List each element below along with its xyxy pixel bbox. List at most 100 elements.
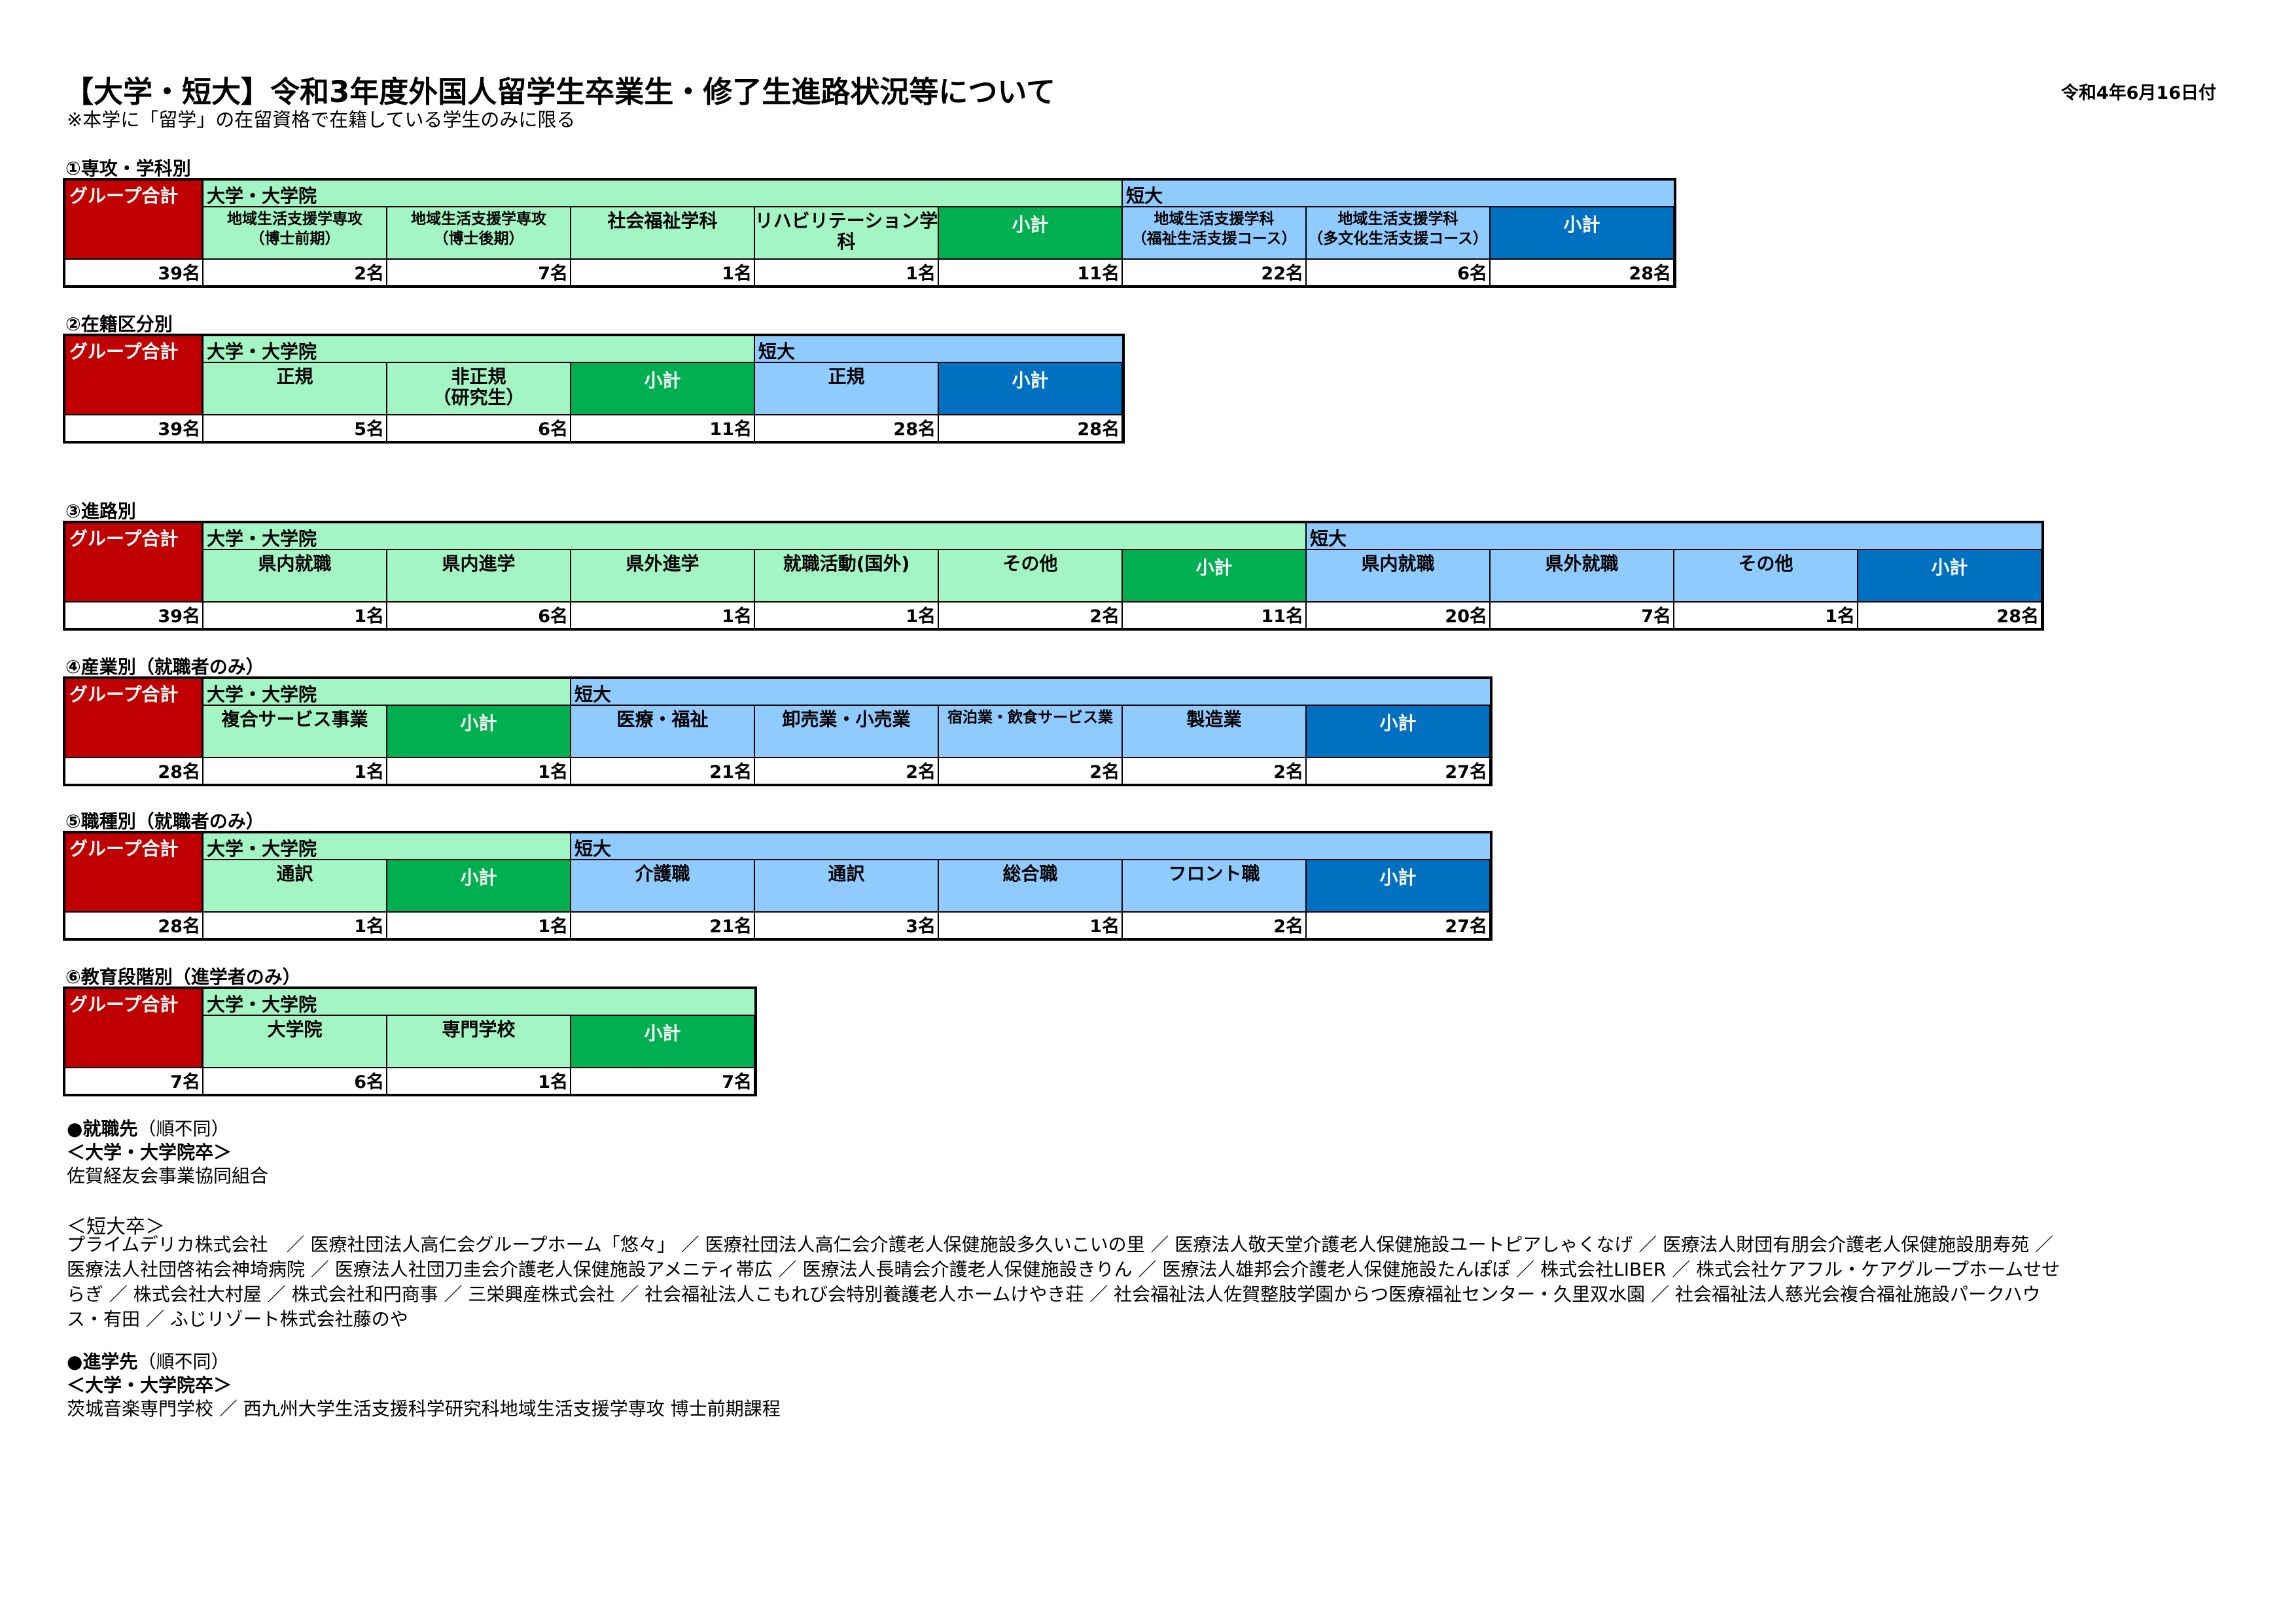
value-cell: 39名 <box>65 259 203 285</box>
univ-header: 大学・大学院 <box>203 181 1122 207</box>
univ-header: 大学・大学院 <box>203 523 1306 550</box>
univ-header: 大学・大学院 <box>203 989 754 1015</box>
junior-column-header: 製造業 <box>1122 705 1306 758</box>
table-gridline <box>386 550 387 628</box>
table-gridline <box>1673 550 1674 628</box>
table-gridline <box>570 207 571 285</box>
value-cell: 2名 <box>754 758 938 784</box>
value-cell: 5名 <box>203 415 387 441</box>
univ-column-header: 通訳 <box>203 860 387 912</box>
table-gridline <box>938 550 939 628</box>
value-cell: 28名 <box>65 912 203 938</box>
table-gridline <box>386 1015 387 1094</box>
univ-column-header: その他 <box>938 550 1122 602</box>
univ-column-header: 就職活動(国外) <box>754 550 938 602</box>
value-cell: 27名 <box>1306 912 1490 938</box>
section-label-career: ③進路別 <box>65 500 136 522</box>
value-cell: 2名 <box>1122 758 1306 784</box>
value-cell: 1名 <box>571 602 754 628</box>
table-gridline <box>1305 523 1307 628</box>
table-gridline <box>570 1015 571 1094</box>
table-gridline <box>65 601 2041 602</box>
value-cell: 6名 <box>387 602 571 628</box>
value-cell: 28名 <box>1858 602 2041 628</box>
table-gridline <box>202 336 203 441</box>
table-gridline <box>1489 550 1491 628</box>
junior-subtotal-header: 小計 <box>1306 860 1490 912</box>
value-cell: 1名 <box>203 602 387 628</box>
value-cell: 1名 <box>1674 602 1858 628</box>
univ-subtotal-header: 小計 <box>1122 550 1306 602</box>
employment-junior-heading: ＜短大卒＞ <box>67 1215 165 1238</box>
univ-subtotal-header: 小計 <box>571 1015 754 1068</box>
value-cell: 21名 <box>571 912 754 938</box>
table-gridline <box>203 1015 754 1016</box>
junior-column-header: 通訳 <box>754 860 938 912</box>
section-label-education: ⑥教育段階別（進学者のみ） <box>65 966 301 988</box>
value-cell: 6名 <box>203 1068 387 1094</box>
univ-column-header: 地域生活支援学専攻（博士前期） <box>203 207 387 259</box>
table-gridline <box>2041 550 2042 628</box>
value-cell: 39名 <box>65 415 203 441</box>
univ-subtotal-header: 小計 <box>571 362 754 415</box>
table-gridline <box>65 258 1674 260</box>
univ-column-header: 非正規（研究生） <box>387 362 571 415</box>
table-career: グループ合計大学・大学院県内就職県内進学県外進学就職活動(国外)その他小計短大県… <box>63 521 2044 631</box>
table-gridline <box>1122 705 1123 784</box>
value-cell: 39名 <box>65 602 203 628</box>
junior-column-header: その他 <box>1674 550 1858 602</box>
junior-subtotal-header: 小計 <box>1858 550 2041 602</box>
group-total-header: グループ合計 <box>65 989 203 1068</box>
table-gridline <box>1305 860 1307 938</box>
junior-header: 短大 <box>1122 181 1674 207</box>
univ-subtotal-header: 小計 <box>387 860 571 912</box>
advancement-univ-heading: ＜大学・大学院卒＞ <box>67 1374 232 1396</box>
value-cell: 6名 <box>387 415 571 441</box>
value-cell: 22名 <box>1122 259 1306 285</box>
table-gridline <box>65 414 1122 415</box>
value-cell: 1名 <box>754 259 938 285</box>
value-cell: 1名 <box>203 758 387 784</box>
univ-column-header: 社会福祉学科 <box>571 207 754 259</box>
value-cell: 1名 <box>387 912 571 938</box>
advancement-heading: ●進学先（順不同） <box>67 1351 230 1372</box>
employment-univ-list: 佐賀経友会事業協同組合 <box>67 1165 269 1187</box>
junior-header: 短大 <box>571 679 1490 705</box>
table-gridline <box>203 859 1490 860</box>
employment-univ-heading: ＜大学・大学院卒＞ <box>67 1142 232 1163</box>
group-total-header: グループ合計 <box>65 523 203 602</box>
junior-column-header: フロント職 <box>1122 860 1306 912</box>
table-gridline <box>1489 705 1491 784</box>
table-gridline <box>386 705 387 784</box>
group-total-header: グループ合計 <box>65 181 203 259</box>
table-gridline <box>754 1015 755 1094</box>
univ-column-header: 複合サービス事業 <box>203 705 387 758</box>
table-gridline <box>938 362 939 441</box>
table-gridline <box>1673 207 1674 285</box>
value-cell: 1名 <box>203 912 387 938</box>
junior-column-header: 地域生活支援学科（福祉生活支援コース） <box>1122 207 1306 259</box>
table-gridline <box>938 860 939 938</box>
value-cell: 20名 <box>1306 602 1490 628</box>
junior-column-header: 卸売業・小売業 <box>754 705 938 758</box>
table-gridline <box>386 860 387 938</box>
table-gridline <box>938 207 939 285</box>
junior-column-header: 県内就職 <box>1306 550 1490 602</box>
table-gridline <box>1857 550 1858 628</box>
section-label-industry: ④産業別（就職者のみ） <box>65 656 264 678</box>
section-label-major: ①専攻・学科別 <box>65 158 191 179</box>
univ-subtotal-header: 小計 <box>387 705 571 758</box>
table-gridline <box>570 550 571 628</box>
table-gridline <box>1122 550 1123 628</box>
table-gridline <box>754 860 755 938</box>
univ-column-header: 大学院 <box>203 1015 387 1068</box>
section-label-occupation: ⑤職種別（就職者のみ） <box>65 811 264 832</box>
junior-subtotal-header: 小計 <box>1490 207 1674 259</box>
univ-column-header: 専門学校 <box>387 1015 571 1068</box>
section-label-enrollment: ②在籍区分別 <box>65 313 173 335</box>
table-gridline <box>1305 207 1307 285</box>
junior-column-header: 医療・福祉 <box>571 705 754 758</box>
employment-junior-list: プライムデリカ株式会社 ／ 医療社団法人高仁会グループホーム「悠々」 ／ 医療社… <box>67 1234 2060 1330</box>
value-cell: 2名 <box>1122 912 1306 938</box>
